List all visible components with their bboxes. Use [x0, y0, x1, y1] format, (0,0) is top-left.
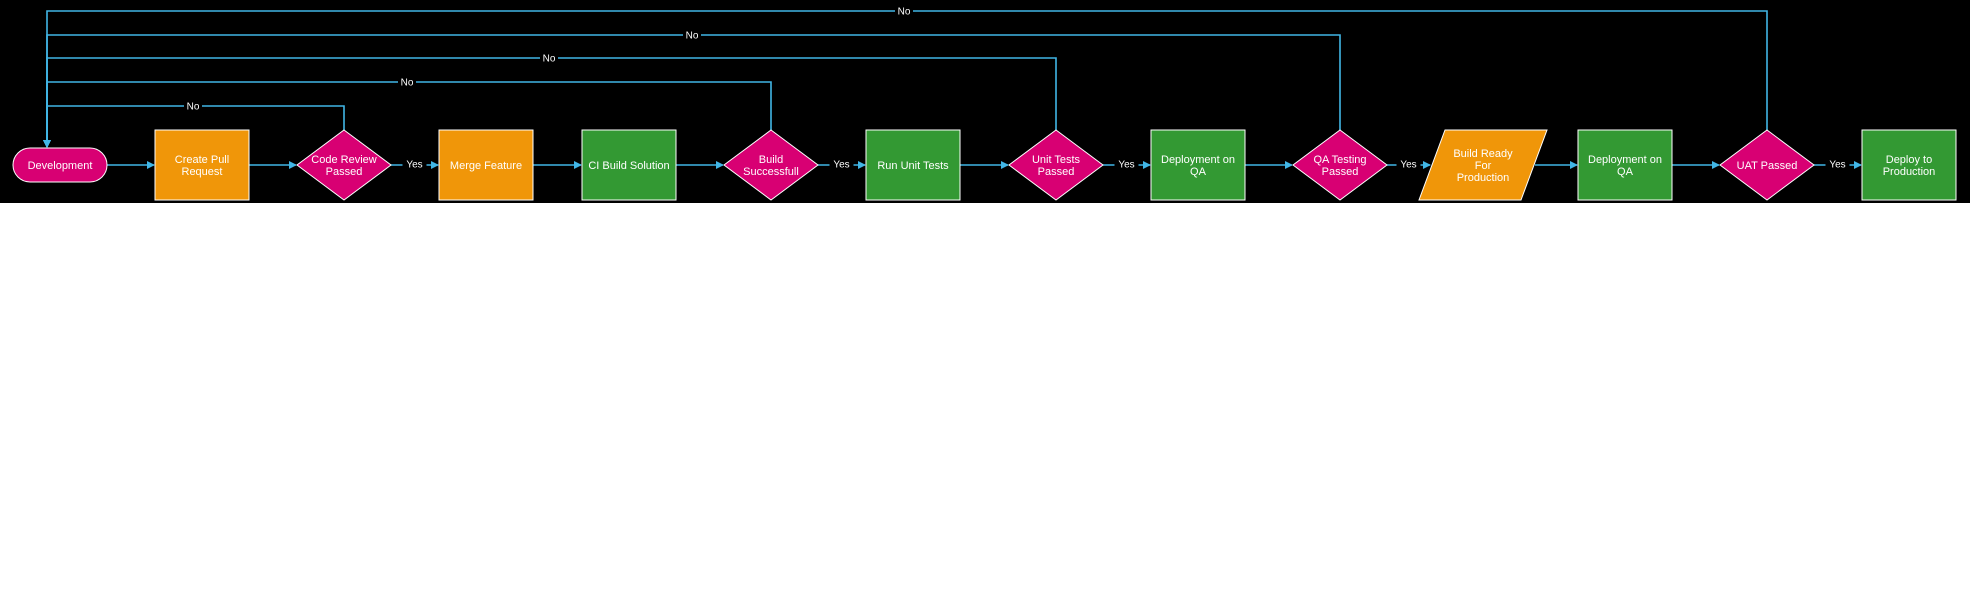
node-label-code-review-passed-line-2: Passed: [326, 166, 363, 178]
node-shape-run-unit-tests: [865, 129, 961, 201]
node-label-qa-testing-passed-line-1: QA Testing: [1314, 154, 1367, 166]
node-shape-code-review-passed: [296, 129, 392, 201]
node-label-unit-tests-passed-line-1: Unit Tests: [1032, 154, 1081, 166]
node-label-unit-tests-passed-line-2: Passed: [1038, 166, 1075, 178]
feedback-edge-build-successfull-no-label-group: No: [398, 75, 416, 89]
edge-unit-tests-passed-yes-label-background: [1114, 157, 1139, 171]
node-shape-create-pull-request: [154, 129, 250, 201]
feedback-edge-uat-passed-no-label-background: [895, 4, 913, 18]
node-label-deploy-to-production-line-1: Deploy to: [1886, 154, 1932, 166]
node-shape-merge-feature: [438, 129, 534, 201]
node-shape-build-ready-for-production: [1418, 129, 1548, 201]
node-shape-uat-passed: [1719, 129, 1815, 201]
node-shape-unit-tests-passed: [1008, 129, 1104, 201]
feedback-edge-unit-tests-passed-no-label-background: [540, 51, 558, 65]
node-label-code-review-passed-line-1: Code Review: [311, 154, 376, 166]
node-development: Development: [12, 147, 108, 183]
edge-unit-tests-passed-yes-label-group: Yes: [1114, 157, 1139, 171]
node-label-ci-build-solution-line-1: CI Build Solution: [588, 160, 669, 172]
node-shape-qa-testing-passed: [1292, 129, 1388, 201]
feedback-edge-build-successfull-no-label-background: [398, 75, 416, 89]
edge-uat-passed-yes-label: Yes: [1829, 160, 1845, 171]
feedback-edge-unit-tests-passed-no-label: No: [543, 54, 556, 65]
edge-build-successfull-yes-label-group: Yes: [829, 157, 854, 171]
node-label-qa-testing-passed-line-2: Passed: [1322, 166, 1359, 178]
edge-code-review-passed-yes-label: Yes: [406, 160, 422, 171]
edge-build-successfull-yes-label: Yes: [833, 160, 849, 171]
node-shape-development: [12, 147, 108, 183]
feedback-edge-code-review-passed-no-label-group: No: [184, 99, 202, 113]
node-shape-ci-build-solution: [581, 129, 677, 201]
feedback-edge-code-review-passed-no-label-background: [184, 99, 202, 113]
feedback-edge-unit-tests-passed-no-label-group: No: [540, 51, 558, 65]
feedback-edge-qa-testing-passed-no-label-group: No: [683, 28, 701, 42]
node-shape-deployment-on-qa-1: [1150, 129, 1246, 201]
edge-uat-passed-yes-label-background: [1825, 157, 1850, 171]
edge-code-review-passed-yes-label-group: Yes: [402, 157, 427, 171]
feedback-edge-qa-testing-passed-no-label: No: [686, 31, 699, 42]
node-ci-build-solution: CI Build Solution: [581, 129, 677, 201]
node-label-build-ready-for-production-line-1: Build Ready: [1453, 148, 1513, 160]
node-merge-feature: Merge Feature: [438, 129, 534, 201]
node-run-unit-tests: Run Unit Tests: [865, 129, 961, 201]
node-label-merge-feature-line-1: Merge Feature: [450, 160, 522, 172]
feedback-edge-uat-passed-no-label: No: [898, 7, 911, 18]
node-label-build-successfull-line-1: Build: [759, 154, 783, 166]
node-label-create-pull-request-line-2: Request: [182, 166, 223, 178]
node-label-build-ready-for-production-line-2: For: [1475, 160, 1492, 172]
feedback-edge-uat-passed-no-label-group: No: [895, 4, 913, 18]
node-shape-deploy-to-production: [1861, 129, 1957, 201]
node-shape-deployment-on-qa-2: [1577, 129, 1673, 201]
edge-code-review-passed-yes-label-background: [402, 157, 427, 171]
node-label-run-unit-tests-line-1: Run Unit Tests: [877, 160, 949, 172]
node-label-build-successfull-line-2: Successfull: [743, 166, 799, 178]
feedback-edge-qa-testing-passed-no-label-background: [683, 28, 701, 42]
edge-unit-tests-passed-yes-label: Yes: [1118, 160, 1134, 171]
node-label-uat-passed-line-1: UAT Passed: [1737, 160, 1798, 172]
edge-qa-testing-passed-yes-label-group: Yes: [1396, 157, 1421, 171]
diagram-background: [0, 0, 1970, 203]
node-label-deployment-on-qa-2-line-2: QA: [1617, 166, 1634, 178]
node-uat-passed: UAT Passed: [1719, 129, 1815, 201]
edge-qa-testing-passed-yes-label-background: [1396, 157, 1421, 171]
node-label-create-pull-request-line-1: Create Pull: [175, 154, 229, 166]
edge-build-successfull-yes-label-background: [829, 157, 854, 171]
node-shape-build-successfull: [723, 129, 819, 201]
node-label-deployment-on-qa-2-line-1: Deployment on: [1588, 154, 1662, 166]
node-label-development-line-1: Development: [28, 160, 93, 172]
node-label-build-ready-for-production-line-3: Production: [1457, 172, 1510, 184]
feedback-edge-code-review-passed-no-label: No: [187, 102, 200, 113]
feedback-edge-build-successfull-no-label: No: [401, 78, 414, 89]
node-label-deployment-on-qa-1-line-2: QA: [1190, 166, 1207, 178]
edge-uat-passed-yes-label-group: Yes: [1825, 157, 1850, 171]
node-label-deployment-on-qa-1-line-1: Deployment on: [1161, 154, 1235, 166]
edge-qa-testing-passed-yes-label: Yes: [1400, 160, 1416, 171]
node-label-deploy-to-production-line-2: Production: [1883, 166, 1936, 178]
